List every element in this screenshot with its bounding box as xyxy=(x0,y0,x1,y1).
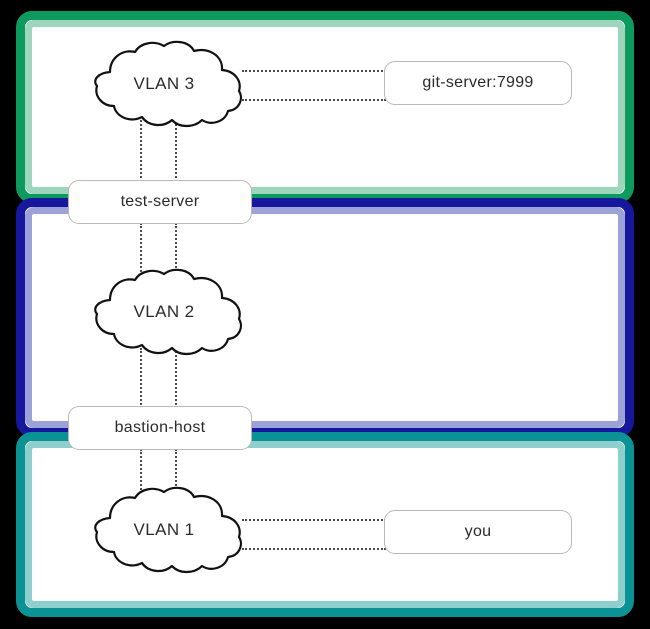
connector-vlan3-test-server-left xyxy=(140,120,142,182)
node-you[interactable]: you xyxy=(384,510,572,554)
connector-vlan1-you-bottom xyxy=(242,548,386,550)
cloud-icon xyxy=(94,40,243,128)
cloud-vlan3[interactable]: VLAN 3 xyxy=(76,38,252,130)
connector-vlan3-git-server-top xyxy=(242,70,386,72)
connector-vlan2-bastion-host-left xyxy=(140,348,142,408)
connector-vlan1-you-top xyxy=(242,519,386,521)
connector-bastion-host-vlan1-left xyxy=(140,449,142,493)
connector-vlan3-git-server-bottom xyxy=(242,99,386,101)
cloud-vlan1[interactable]: VLAN 1 xyxy=(76,484,252,576)
connector-test-server-vlan2-left xyxy=(140,223,142,275)
connector-bastion-host-vlan1-right xyxy=(175,449,177,493)
zone-vlan3 xyxy=(16,11,634,203)
cloud-vlan2[interactable]: VLAN 2 xyxy=(76,266,252,358)
node-git-server[interactable]: git-server:7999 xyxy=(384,61,572,105)
connector-test-server-vlan2-right xyxy=(175,223,177,275)
connector-vlan2-bastion-host-right xyxy=(175,348,177,408)
cloud-icon xyxy=(94,268,243,356)
cloud-icon xyxy=(94,486,243,574)
node-test-server[interactable]: test-server xyxy=(68,180,252,224)
connector-vlan3-test-server-right xyxy=(175,120,177,182)
node-bastion-host[interactable]: bastion-host xyxy=(68,406,252,450)
